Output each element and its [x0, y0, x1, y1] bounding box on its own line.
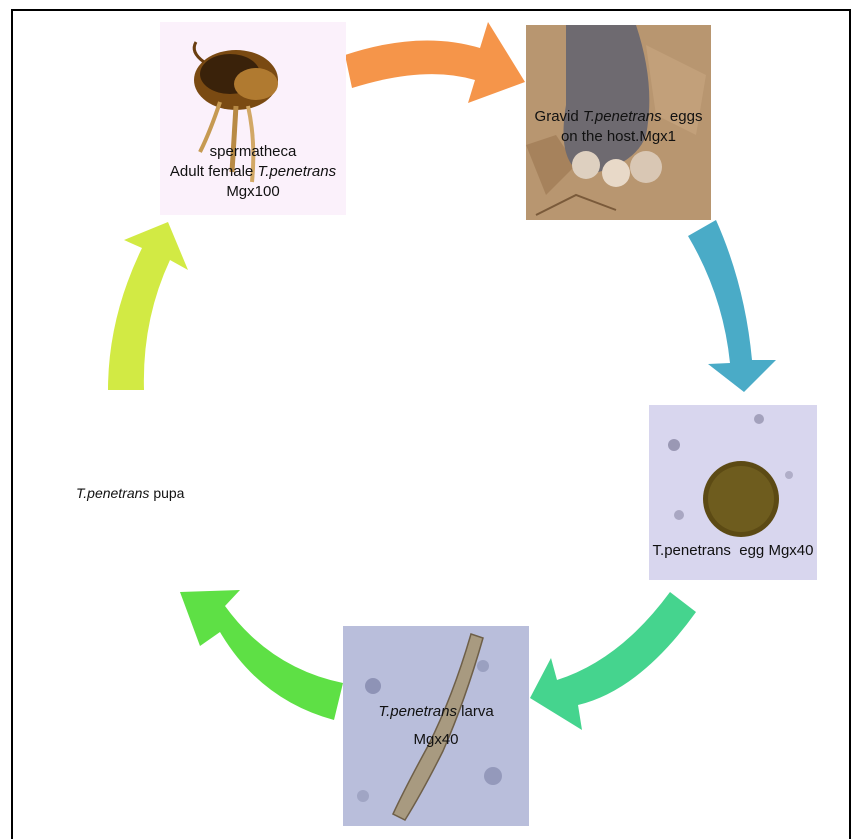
adult-label-species: T.penetrans [257, 163, 336, 180]
gravid-label-line2: on the host.Mgx1 [526, 127, 711, 147]
gravid-label-species: T.penetrans [583, 108, 662, 125]
pupa-label: T.penetrans pupa [76, 485, 184, 501]
pupa-label-species: T.penetrans [76, 485, 149, 501]
adult-label-prefix: Adult female [170, 163, 258, 180]
adult-label-line2: Adult female T.penetrans [160, 162, 346, 182]
larva-photo: T.penetrans larva Mgx40 [343, 626, 529, 826]
gravid-label-line1: Gravid T.penetrans eggs [526, 107, 711, 127]
larva-label: T.penetrans larva Mgx40 [343, 702, 529, 750]
larva-label-line1: T.penetrans larva [343, 702, 529, 722]
gravid-label: Gravid T.penetrans eggs on the host.Mgx1 [526, 107, 711, 147]
gravid-host-photo: Gravid T.penetrans eggs on the host.Mgx1 [526, 25, 711, 220]
larva-label-species: T.penetrans [378, 703, 457, 720]
egg-label: T.penetrans egg Mgx40 [649, 541, 817, 561]
adult-label-line1: spermatheca [160, 142, 346, 162]
arrow-egg-to-larva [530, 592, 696, 730]
adult-label-line3: Mgx100 [160, 182, 346, 202]
adult-label: spermatheca Adult female T.penetrans Mgx… [160, 142, 346, 202]
adult-female-photo: spermatheca Adult female T.penetrans Mgx… [160, 22, 346, 215]
arrow-adult-to-gravid [345, 22, 525, 103]
larva-label-line2: Mgx40 [343, 730, 529, 750]
arrow-pupa-to-adult [108, 222, 188, 390]
egg-photo: T.penetrans egg Mgx40 [649, 405, 817, 580]
gravid-label-suffix: eggs [662, 108, 703, 125]
arrow-gravid-to-egg [688, 220, 776, 392]
gravid-label-prefix: Gravid [535, 108, 583, 125]
pupa-label-suffix: pupa [149, 485, 184, 501]
larva-label-suffix: larva [457, 703, 494, 720]
arrow-larva-to-pupa [180, 590, 343, 720]
